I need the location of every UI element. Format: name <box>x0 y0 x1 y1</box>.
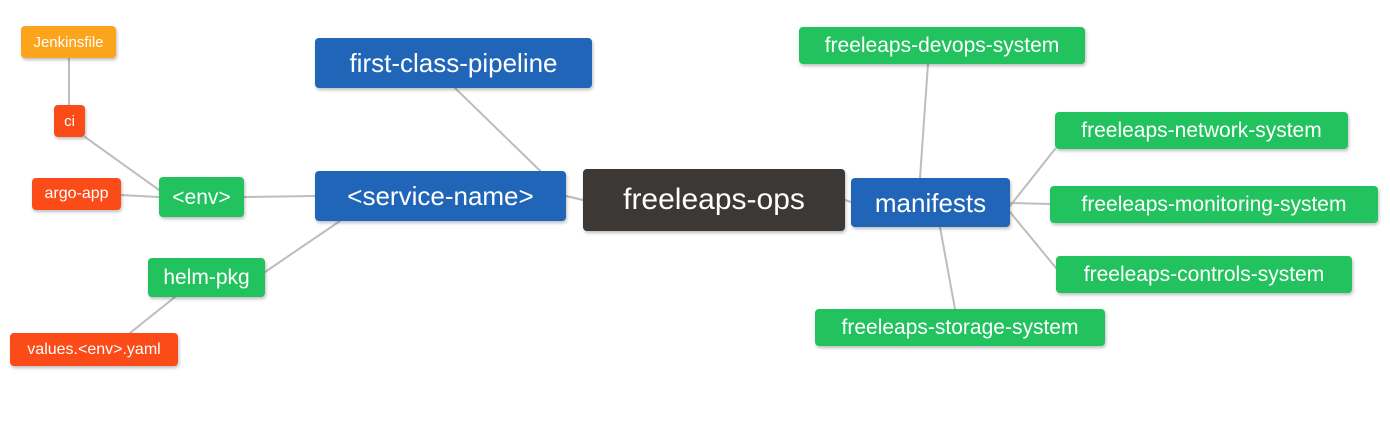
edge-helm-pkg-to-values-env-yaml <box>129 296 176 334</box>
mindmap-node-freeleaps-storage-system[interactable]: freeleaps-storage-system <box>815 309 1105 346</box>
mindmap-node-label: freeleaps-ops <box>623 183 805 216</box>
mindmap-node-values-env-yaml[interactable]: values.<env>.yaml <box>10 333 178 366</box>
mindmap-node-freeleaps-ops[interactable]: freeleaps-ops <box>583 169 845 231</box>
edge-manifests-to-freeleaps-monitoring-system <box>1009 202 1051 205</box>
mindmap-node-label: <env> <box>172 185 231 209</box>
mindmap-node-label: freeleaps-storage-system <box>841 316 1079 339</box>
edge-manifests-to-freeleaps-devops-system <box>919 63 929 179</box>
mindmap-node-label: freeleaps-network-system <box>1081 119 1322 142</box>
mindmap-node-freeleaps-controls-system[interactable]: freeleaps-controls-system <box>1056 256 1352 293</box>
mindmap-node-env[interactable]: <env> <box>159 177 244 217</box>
mindmap-node-label: freeleaps-devops-system <box>824 34 1060 57</box>
edge-env-to-argo-app <box>120 194 160 198</box>
mindmap-node-label: first-class-pipeline <box>349 48 558 78</box>
mindmap-node-helm-pkg[interactable]: helm-pkg <box>148 258 265 297</box>
mindmap-node-label: Jenkinsfile <box>33 33 104 51</box>
mindmap-node-ci[interactable]: ci <box>54 105 85 137</box>
mindmap-node-freeleaps-monitoring-system[interactable]: freeleaps-monitoring-system <box>1050 186 1378 223</box>
mindmap-node-first-class-pipeline[interactable]: first-class-pipeline <box>315 38 592 88</box>
mindmap-node-label: ci <box>64 112 75 130</box>
edge-manifests-to-freeleaps-storage-system <box>939 226 956 310</box>
edge-freeleaps-ops-to-service-name <box>565 195 584 201</box>
mindmap-node-label: values.<env>.yaml <box>27 340 161 358</box>
edge-service-name-to-helm-pkg <box>264 220 341 273</box>
mindmap-node-label: manifests <box>874 187 987 218</box>
mindmap-node-freeleaps-devops-system[interactable]: freeleaps-devops-system <box>799 27 1085 64</box>
mindmap-node-label: helm-pkg <box>163 266 250 289</box>
mindmap-node-jenkinsfile[interactable]: Jenkinsfile <box>21 26 116 58</box>
mindmap-node-service-name[interactable]: <service-name> <box>315 171 566 221</box>
edge-manifests-to-freeleaps-network-system <box>1009 148 1056 207</box>
mindmap-node-label: freeleaps-monitoring-system <box>1081 193 1347 216</box>
mindmap-node-freeleaps-network-system[interactable]: freeleaps-network-system <box>1055 112 1348 149</box>
edge-manifests-to-freeleaps-controls-system <box>1009 211 1057 269</box>
mindmap-node-label: freeleaps-controls-system <box>1083 263 1325 286</box>
mindmap-node-label: argo-app <box>44 185 109 202</box>
edge-service-name-to-env <box>243 195 316 198</box>
mindmap-node-label: <service-name> <box>347 181 534 211</box>
mindmap-node-argo-app[interactable]: argo-app <box>32 178 121 210</box>
mindmap-node-manifests[interactable]: manifests <box>851 178 1010 227</box>
